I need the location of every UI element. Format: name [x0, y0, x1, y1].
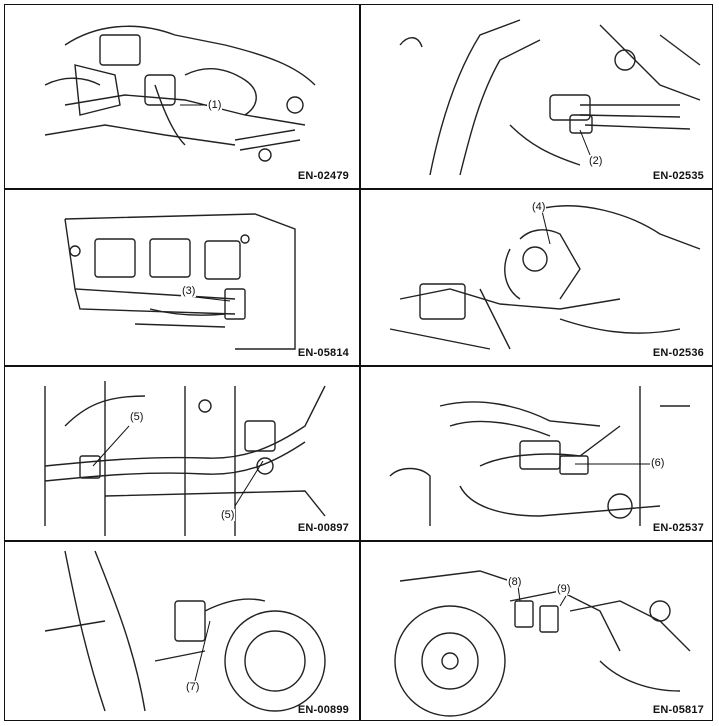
callout-label: (9) [556, 583, 572, 595]
engine-illustration-7 [44, 550, 326, 712]
panel-5: (5) (5) EN-00897 [5, 366, 359, 540]
callout-label: (4) [531, 201, 547, 213]
grid-divider-vertical [359, 5, 361, 720]
figure-code: EN-05814 [297, 347, 349, 359]
engine-illustration-4 [389, 205, 701, 350]
callout-label: (5) [129, 411, 145, 423]
figure-code: EN-02535 [652, 170, 704, 182]
engine-illustration-2 [399, 19, 701, 176]
panel-grid: (1) EN-02479 (2) [4, 4, 713, 721]
panel-1: (1) EN-02479 [5, 5, 359, 188]
panel-8: (8) (9) EN-05817 [360, 541, 714, 722]
figure-code: EN-02537 [652, 522, 704, 534]
panel-7: (7) EN-00899 [5, 541, 359, 722]
engine-illustration-5 [44, 381, 326, 536]
engine-illustration-6 [389, 386, 690, 526]
engine-illustration-1 [44, 25, 316, 162]
callout-label: (3) [181, 285, 197, 297]
grid-divider-row-3 [5, 540, 712, 542]
callout-label: (8) [507, 576, 523, 588]
callout-label: (1) [207, 99, 223, 111]
panel-2: (2) EN-02535 [360, 5, 714, 188]
callout-label: (5) [220, 509, 236, 521]
figure-code: EN-00899 [297, 704, 349, 716]
grid-divider-row-1 [5, 188, 712, 190]
panel-3: (3) EN-05814 [5, 189, 359, 365]
engine-illustration-3 [64, 213, 296, 350]
figure-code: EN-02536 [652, 347, 704, 359]
grid-divider-row-2 [5, 365, 712, 367]
callout-label: (7) [185, 681, 201, 693]
engine-illustration-8 [394, 570, 691, 717]
figure-code: EN-00897 [297, 522, 349, 534]
figure-code: EN-05817 [652, 704, 704, 716]
callout-label: (6) [650, 457, 666, 469]
panel-6: (6) EN-02537 [360, 366, 714, 540]
callout-label: (2) [588, 155, 604, 167]
panel-4: (4) EN-02536 [360, 189, 714, 365]
figure-code: EN-02479 [297, 170, 349, 182]
